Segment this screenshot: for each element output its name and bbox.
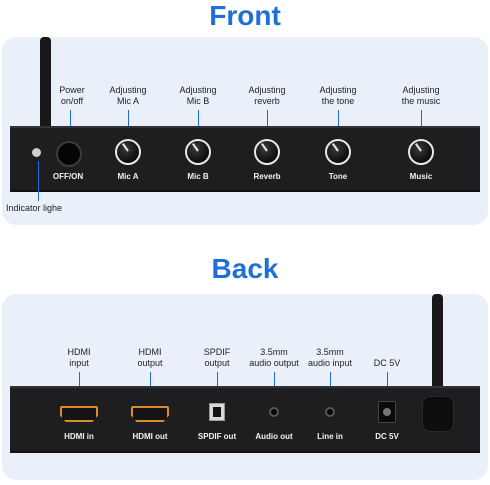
- knob-tone[interactable]: [325, 139, 351, 165]
- device-label-mic-a: Mic A: [117, 172, 139, 181]
- device-label-line-in: Line in: [317, 432, 343, 441]
- label-mic-a: Adjusting Mic A: [109, 85, 147, 106]
- callout-line-indicator: [38, 161, 39, 201]
- label-tone: Adjusting the tone: [319, 85, 357, 106]
- device-label-audio-out: Audio out: [255, 432, 293, 441]
- device-label-reverb: Reverb: [253, 172, 281, 181]
- label-music: Adjusting the music: [401, 85, 441, 106]
- callout-line-power: [70, 110, 71, 136]
- device-label-off-on: OFF/ON: [52, 172, 84, 181]
- back-heading: Back: [211, 253, 279, 284]
- label-hdmi-output: HDMI output: [137, 347, 163, 368]
- label-hdmi-input: HDMI input: [67, 347, 91, 368]
- hdmi-in-port[interactable]: [60, 406, 98, 422]
- device-label-hdmi-in: HDMI in: [64, 432, 94, 441]
- knob-music[interactable]: [408, 139, 434, 165]
- device-label-music: Music: [409, 172, 433, 181]
- device-label-hdmi-out: HDMI out: [132, 432, 168, 441]
- line-in-jack[interactable]: [325, 407, 335, 417]
- callout-line-mic-a: [128, 110, 129, 136]
- label-dc: DC 5V: [373, 358, 401, 368]
- label-reverb: Adjusting reverb: [248, 85, 286, 106]
- audio-out-jack[interactable]: [269, 407, 279, 417]
- front-panel: Power on/off Adjusting Mic A Adjusting M…: [2, 37, 488, 225]
- label-power: Power on/off: [59, 85, 85, 106]
- label-spdif-output: SPDIF output: [203, 347, 231, 368]
- device-label-mic-b: Mic B: [187, 172, 209, 181]
- front-heading: Front: [209, 0, 281, 31]
- knob-mic-a[interactable]: [115, 139, 141, 165]
- label-audio-output: 3.5mm audio output: [249, 347, 299, 368]
- knob-reverb[interactable]: [254, 139, 280, 165]
- device-label-dc: DC 5V: [375, 432, 399, 441]
- front-antenna: [40, 37, 51, 132]
- back-antenna: [432, 294, 443, 424]
- label-mic-b: Adjusting Mic B: [179, 85, 217, 106]
- spdif-port[interactable]: [209, 403, 225, 421]
- hdmi-out-port[interactable]: [131, 406, 169, 422]
- callout-line-tone: [338, 110, 339, 136]
- back-device: HDMI in HDMI out SPDIF out Audio out Lin…: [10, 386, 480, 453]
- indicator-led: [32, 148, 41, 157]
- label-indicator: Indicator lighe: [6, 203, 63, 213]
- power-button[interactable]: [56, 141, 82, 167]
- dc-port[interactable]: [378, 401, 396, 423]
- back-panel: HDMI input HDMI output SPDIF output 3.5m…: [2, 294, 488, 480]
- knob-mic-b[interactable]: [185, 139, 211, 165]
- label-audio-input: 3.5mm audio input: [307, 347, 353, 368]
- front-device: OFF/ON Mic A Mic B Reverb Tone Music: [10, 126, 480, 192]
- device-label-tone: Tone: [328, 172, 348, 181]
- callout-line-mic-b: [198, 110, 199, 136]
- device-label-spdif-out: SPDIF out: [197, 432, 237, 441]
- callout-line-reverb: [267, 110, 268, 136]
- callout-line-music: [421, 110, 422, 136]
- antenna-base: [422, 396, 454, 432]
